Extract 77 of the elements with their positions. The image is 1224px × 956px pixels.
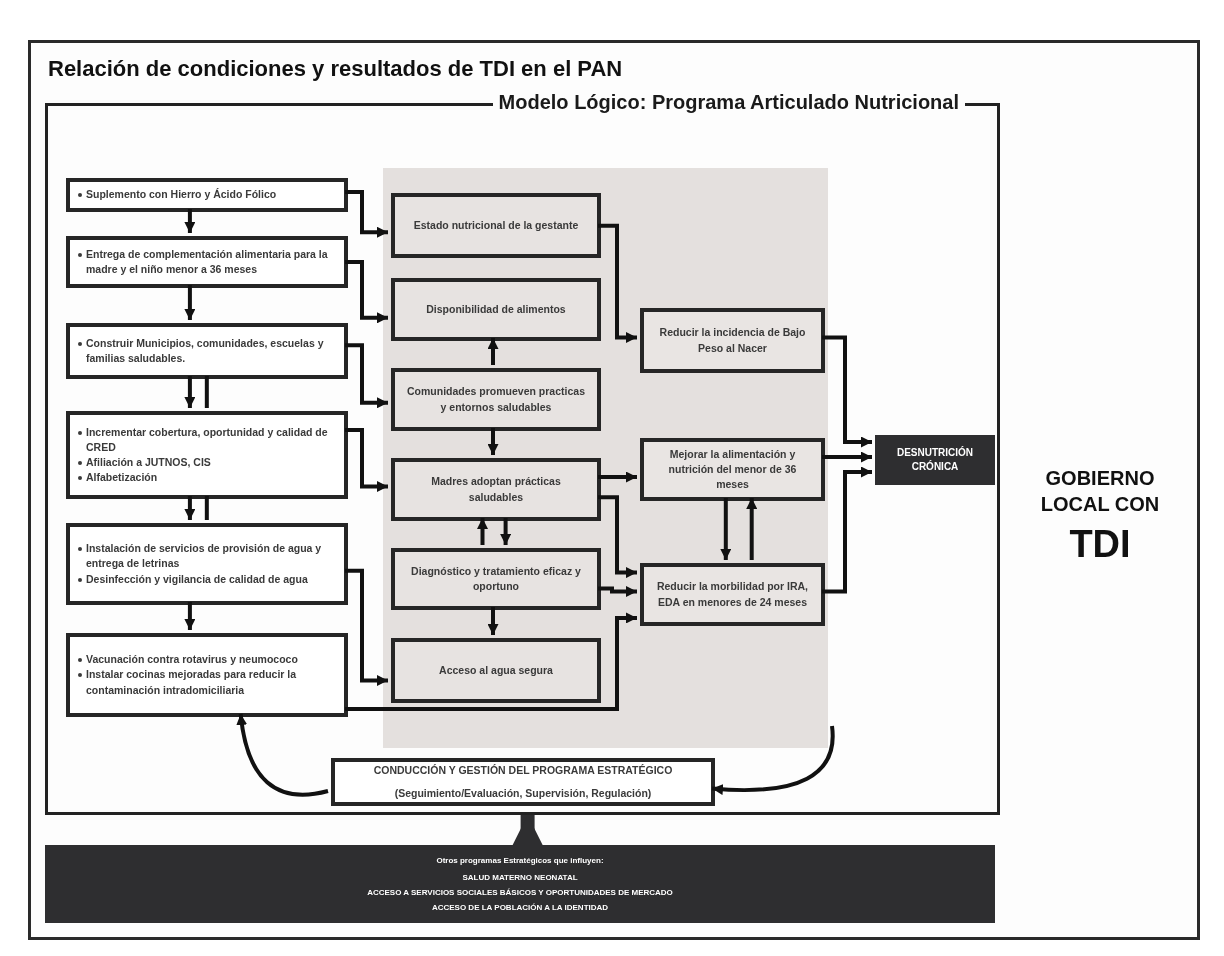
bullet-item: Desinfección y vigilancia de calidad de agua	[86, 571, 308, 587]
action-box	[66, 178, 348, 212]
band-heading: Otros programas Estratégicos que influyen:	[435, 854, 605, 867]
side-label: GOBIERNO LOCAL CON	[1039, 466, 1161, 517]
arrow	[711, 725, 835, 795]
block-arrow	[512, 815, 543, 845]
arrow	[345, 568, 388, 686]
box-text: CONDUCCIÓN Y GESTIÓN DEL PROGRAMA ESTRATÉGICO	[372, 762, 674, 778]
arrow	[598, 495, 637, 579]
box-text: Mejorar la alimentación y nutrición del menor de 36 meses	[667, 446, 798, 493]
side-label: TDI	[1068, 522, 1132, 567]
outcome-box	[640, 438, 825, 501]
box-text: Reducir la incidencia de Bajo Peso al Nacer	[658, 325, 807, 356]
bullet-item: Instalación de servicios de provisión de agua y entrega de letrinas	[86, 541, 323, 572]
condition-box	[391, 193, 601, 258]
diagram-title: Relación de condiciones y resultados de TDI en el PAN	[48, 56, 623, 82]
arrow	[345, 260, 388, 324]
arrow	[500, 518, 512, 545]
box-text: Diagnóstico y tratamiento eficaz y oportuno	[410, 563, 582, 594]
arrow	[598, 586, 637, 597]
box-text: Disponibilidad de alimentos	[425, 301, 567, 317]
bullet-item: Instalar cocinas mejoradas para reducir la contaminación intradomiciliaria	[86, 667, 298, 698]
arrow	[487, 338, 499, 365]
arrow	[598, 223, 637, 343]
outcome-box	[640, 308, 825, 373]
arrow	[236, 713, 329, 797]
arrow	[184, 376, 196, 408]
bullet-item: Alfabetización	[86, 470, 158, 486]
bullet-item: Suplemento con Hierro y Ácido Fólico	[86, 187, 277, 203]
box-text: (Seguimiento/Evaluación, Supervisión, Regulación)	[393, 786, 653, 801]
program-item: ACCESO DE LA POBLACIÓN A LA IDENTIDAD	[430, 902, 610, 915]
arrow	[184, 602, 196, 630]
action-box	[66, 411, 348, 499]
condition-box	[391, 458, 601, 521]
bullet-item: Incrementar cobertura, oportunidad y calidad de CRED	[86, 424, 329, 455]
bullet-item: Construir Municipios, comunidades, escuelas y familias saludables.	[86, 335, 325, 366]
box-text: Reducir la morbilidad por IRA, EDA en menores de 24 meses	[655, 579, 810, 610]
action-box	[66, 633, 348, 717]
arrow	[598, 471, 637, 483]
condition-box	[391, 638, 601, 703]
bullet-item: Afiliación a JUTNOS, CIS	[86, 455, 211, 470]
frame-heading: Modelo Lógico: Programa Articulado Nutricional	[492, 91, 965, 114]
condition-box	[391, 278, 601, 341]
result-box	[875, 435, 995, 485]
arrow	[720, 498, 732, 560]
arrow	[184, 285, 196, 320]
program-item: SALUD MATERNO NEONATAL	[461, 871, 579, 884]
connector-line	[204, 376, 209, 408]
condition-box	[391, 548, 601, 610]
arrow	[345, 612, 637, 711]
arrow	[487, 428, 499, 455]
box-text: Acceso al agua segura	[438, 662, 554, 678]
arrow	[345, 190, 388, 238]
arrow	[822, 335, 872, 448]
program-item: ACCESO A SERVICIOS SOCIALES BÁSICOS Y OPORTUNIDADES DE MERCADO	[366, 887, 674, 899]
arrow	[746, 498, 758, 560]
arrow	[184, 209, 196, 233]
action-box	[66, 323, 348, 379]
box-text: Estado nutricional de la gestante	[412, 217, 580, 233]
outcome-box	[640, 563, 825, 626]
box-text: Madres adoptan prácticas saludables	[430, 474, 562, 505]
condition-box	[391, 368, 601, 431]
bullet-item: Vacunación contra rotavirus y neumococo	[86, 652, 298, 668]
arrow	[345, 343, 388, 409]
arrow	[184, 496, 196, 520]
management-box	[331, 758, 715, 806]
arrow	[487, 607, 499, 635]
action-box	[66, 523, 348, 605]
info-band	[45, 845, 995, 923]
bullet-item: Entrega de complementación alimentaria para la madre y el niño menor a 36 meses	[86, 246, 329, 277]
action-box	[66, 236, 348, 288]
box-text: Comunidades promueven practicas y entornos saludables	[406, 384, 586, 415]
arrow	[822, 466, 872, 594]
box-text: DESNUTRICIÓN CRÓNICA	[895, 445, 975, 474]
arrow	[345, 428, 388, 492]
connector-line	[204, 496, 209, 520]
arrow	[477, 518, 488, 545]
